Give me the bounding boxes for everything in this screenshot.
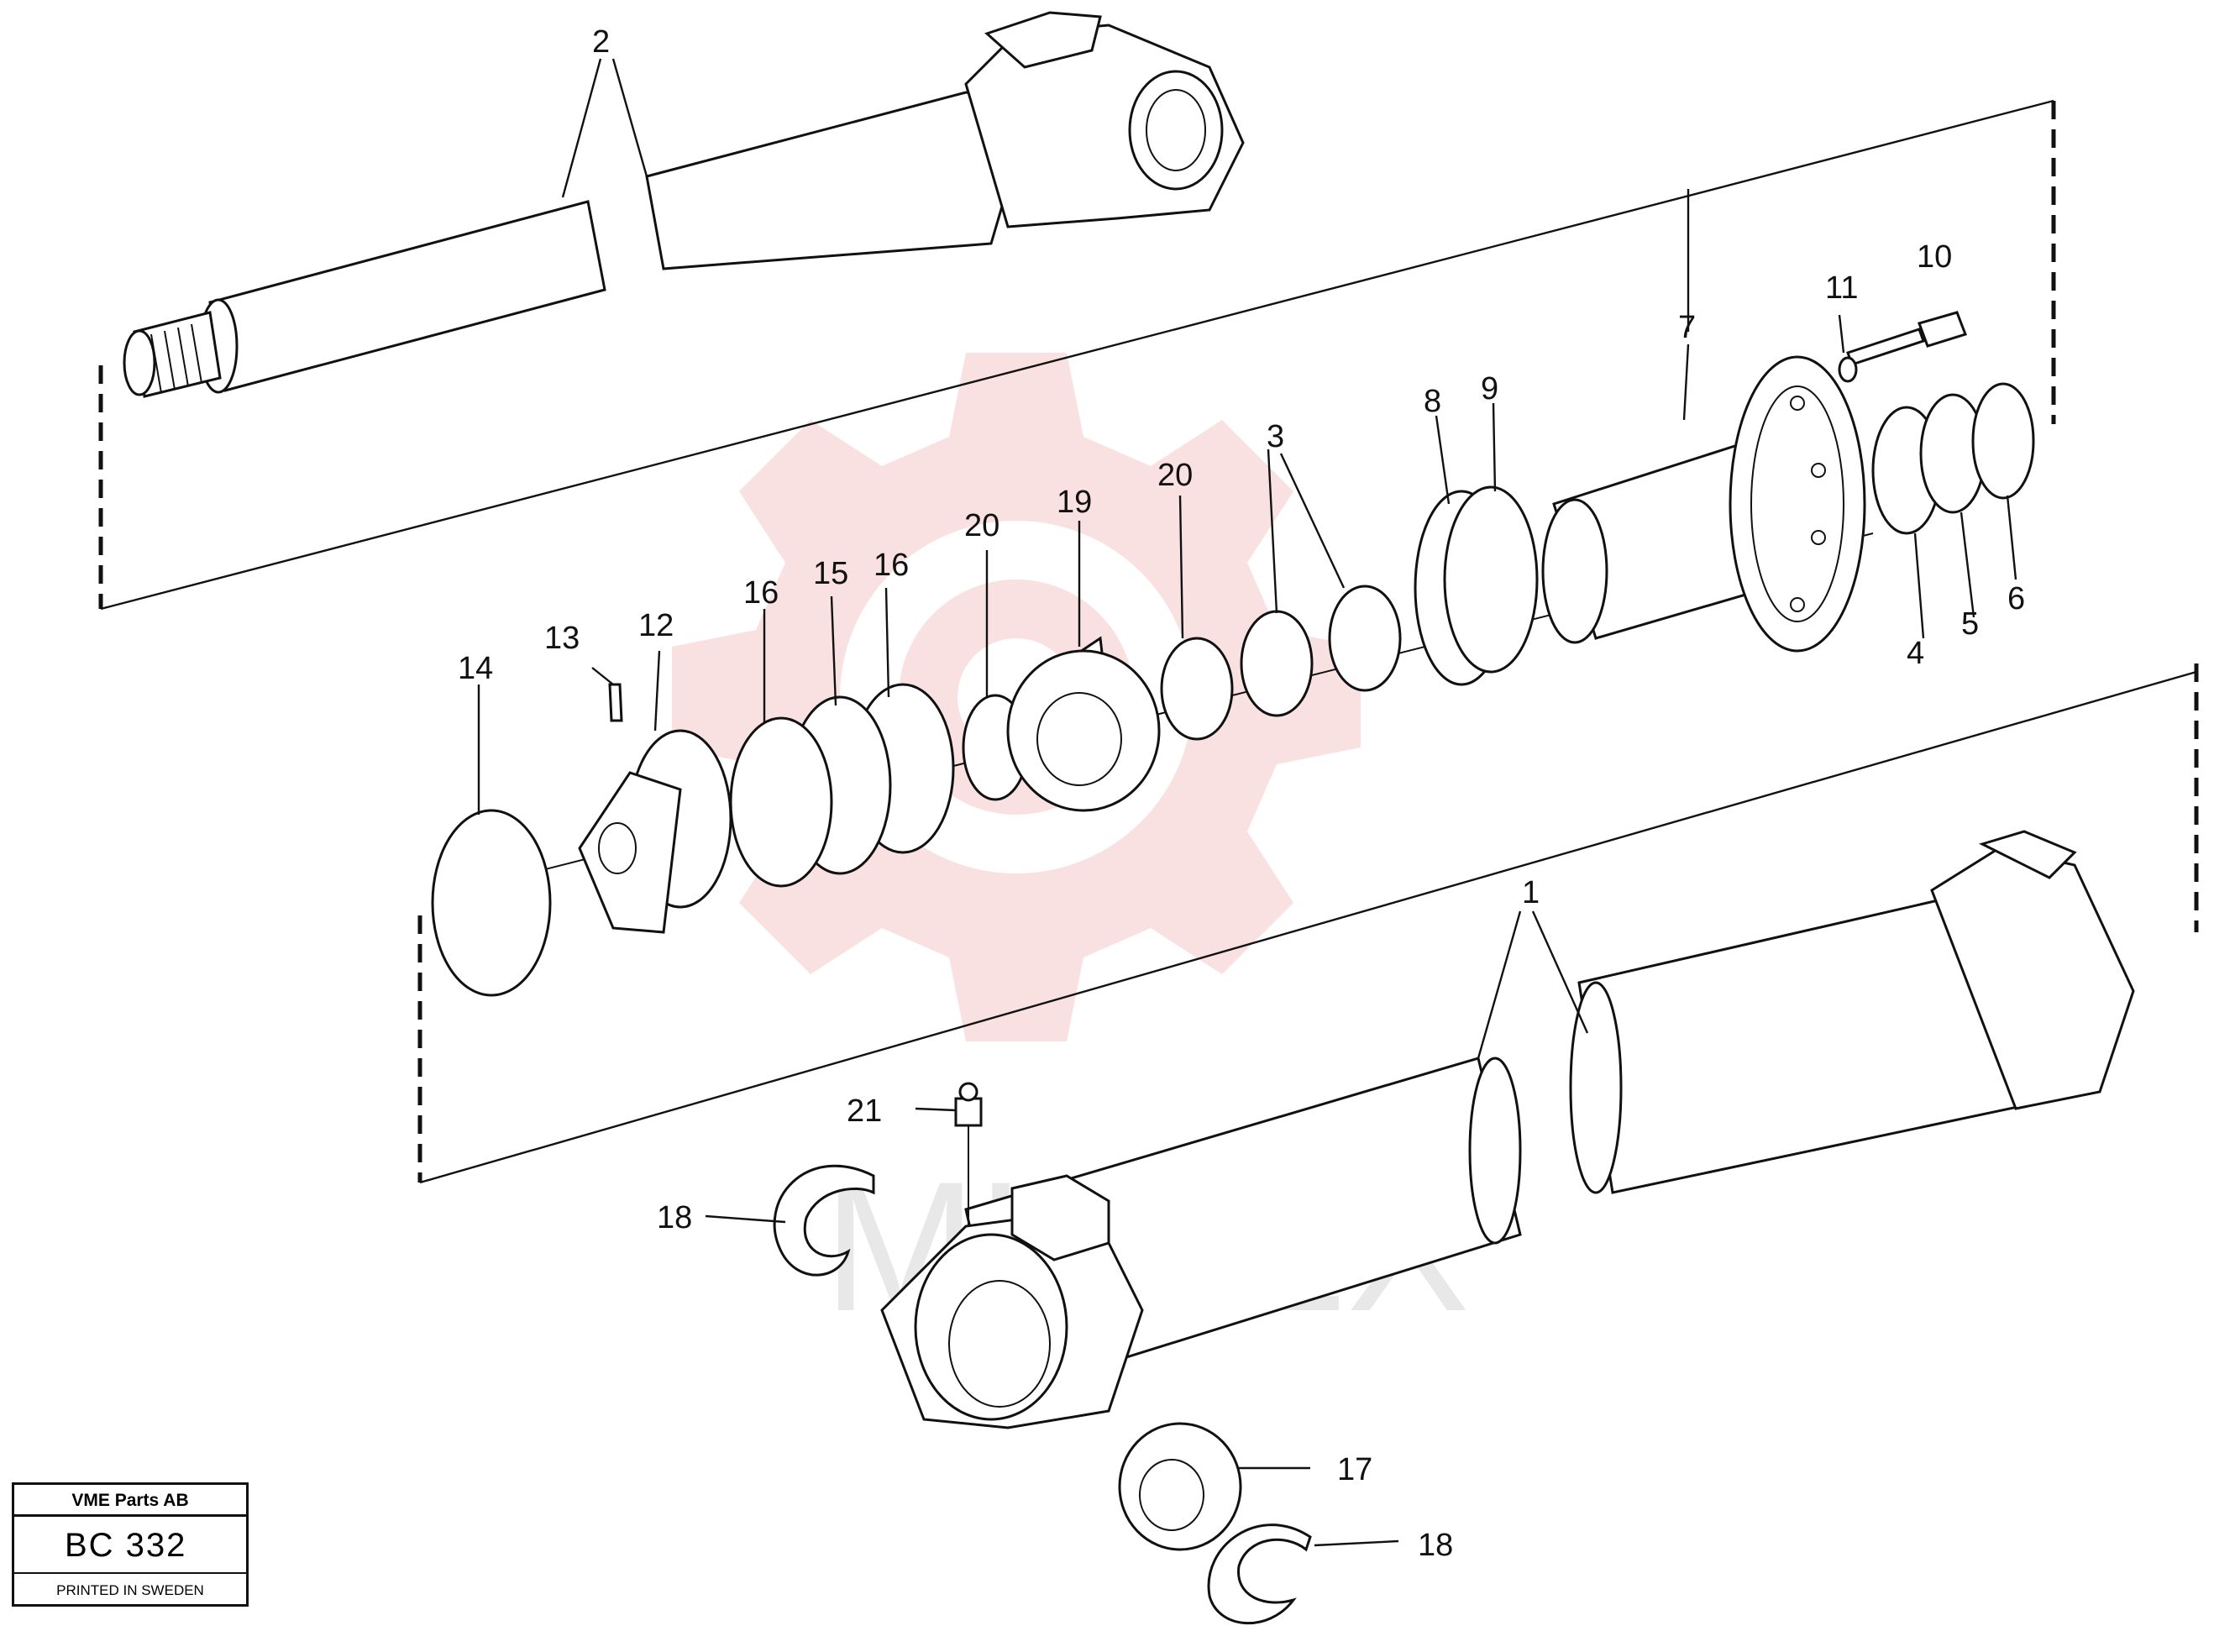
- callout-8: 8: [1424, 384, 1441, 419]
- callout-10: 10: [1917, 239, 1952, 275]
- piston-rod: [123, 11, 1245, 398]
- callout-5: 5: [1961, 606, 1979, 642]
- spherical-bearing: [1118, 1422, 1242, 1551]
- leader-lines: [477, 58, 2017, 1547]
- callout-9: 9: [1481, 371, 1498, 406]
- washer: [1838, 356, 1858, 383]
- cylinder-tube: [880, 830, 2135, 1429]
- callout-1: 1: [1522, 875, 1540, 910]
- cylinder-head: [1541, 355, 1866, 653]
- cylinder-envelope: [417, 663, 2199, 1184]
- grease-nipple: [954, 1082, 983, 1226]
- o-ring-20b: [1160, 637, 1234, 741]
- ring-9: [1443, 485, 1539, 674]
- callout-15: 15: [813, 556, 848, 591]
- piston-rod-envelope: [98, 99, 2056, 611]
- guide-ring-3b: [1328, 585, 1402, 692]
- title-block-printed: PRINTED IN SWEDEN: [56, 1582, 204, 1598]
- callout-16b: 16: [874, 548, 909, 583]
- callout-16a: 16: [743, 575, 779, 611]
- callout-4: 4: [1907, 636, 1924, 671]
- callout-20a: 20: [964, 508, 999, 543]
- piston: [1006, 636, 1161, 812]
- callout-6: 6: [2007, 581, 2025, 616]
- callout-14: 14: [458, 651, 493, 686]
- callout-2: 2: [592, 24, 610, 60]
- callout-7: 7: [1678, 310, 1696, 345]
- callout-3: 3: [1267, 419, 1284, 454]
- callout-12: 12: [638, 608, 674, 643]
- callout-11: 11: [1825, 270, 1858, 306]
- rod-seal-6: [1971, 382, 2035, 500]
- callout-17: 17: [1337, 1452, 1372, 1487]
- screw: [1846, 311, 1967, 366]
- title-block-company: VME Parts AB: [14, 1485, 246, 1517]
- callout-20b: 20: [1157, 458, 1193, 493]
- title-block-code: BC 332: [14, 1517, 246, 1574]
- callout-18b: 18: [1418, 1528, 1453, 1563]
- retaining-ring-18b: [1207, 1524, 1312, 1625]
- retaining-ring-18a: [773, 1164, 875, 1277]
- seal-16a: [729, 716, 833, 888]
- ring-14: [431, 809, 552, 997]
- guide-ring-3a: [1240, 610, 1314, 717]
- title-block: VME Parts AB BC 332 PRINTED IN SWEDEN: [12, 1482, 249, 1607]
- callout-19: 19: [1057, 485, 1092, 520]
- callout-21: 21: [847, 1093, 882, 1129]
- lock-pin: [608, 683, 623, 722]
- callout-18a: 18: [657, 1200, 692, 1235]
- piston-nut: [578, 729, 732, 934]
- callout-13: 13: [544, 621, 580, 656]
